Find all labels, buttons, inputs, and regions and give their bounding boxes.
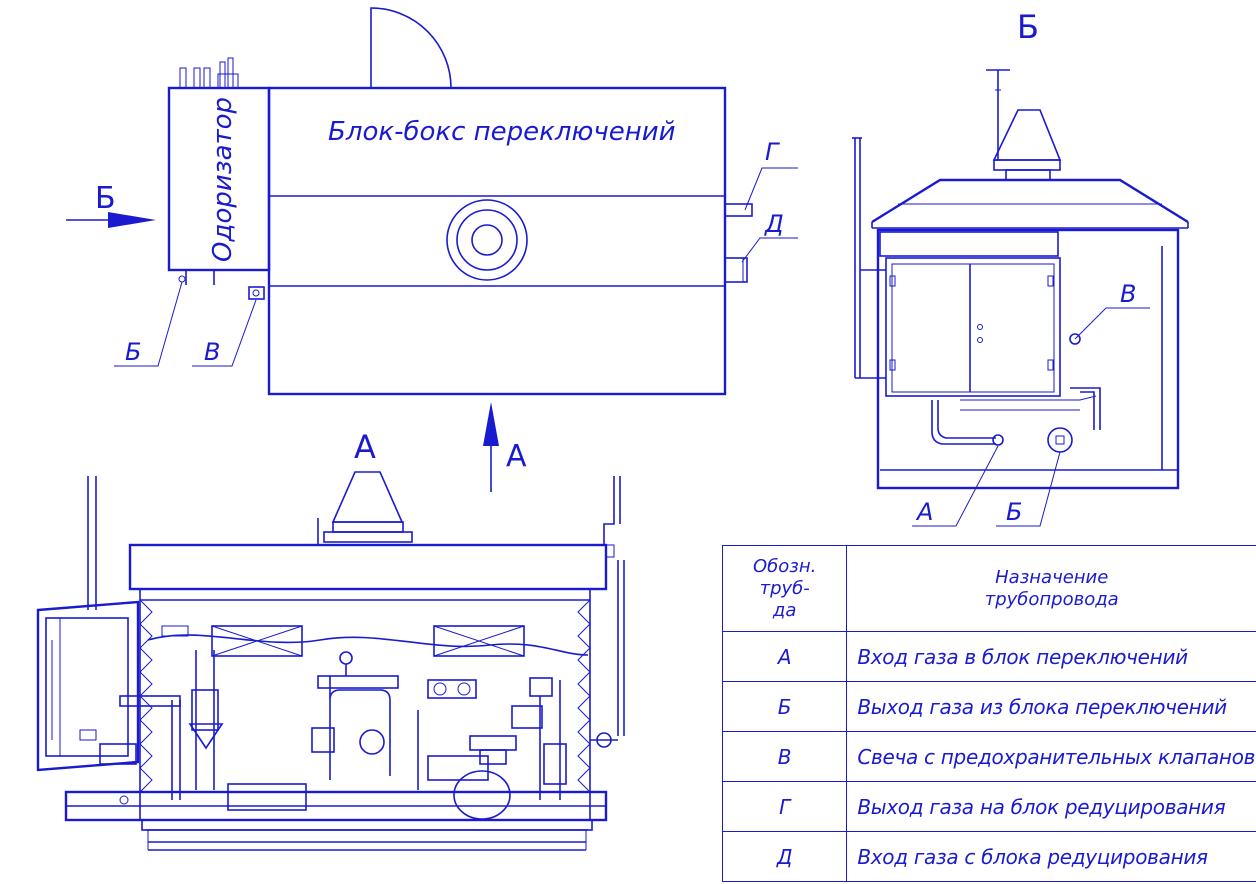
view-a: А [36,428,625,851]
legend-purpose: Выход газа на блок редуцирования [846,781,1256,832]
callout-b: Б [125,338,141,366]
callout-g: Г [765,138,780,166]
legend-code: Д [721,831,848,882]
legend-row: А Вход газа в блок переключений [721,631,1256,682]
legend-row: Б Выход газа из блока переключений [721,681,1256,732]
plan-view: Одоризатор Блок-бокс переключений Б А Б [66,7,798,492]
legend-purpose: Вход газа в блок переключений [846,631,1256,682]
box-label: Блок-бокс переключений [328,117,676,147]
legend-header-code: Обозн. труб-да [721,545,848,632]
legend-header-purpose: Назначение трубопровода [846,545,1256,632]
pipeline-legend-table: Обозн. труб-да Назначение трубопровода А… [721,545,1256,882]
view-b-title: Б [1017,8,1039,46]
arrow-a-label: А [506,439,527,474]
odorizer-label: Одоризатор [208,97,238,262]
legend-purpose: Свеча с предохранительных клапанов [846,731,1256,782]
legend-code: Г [721,781,848,832]
callout-d: Д [764,210,784,238]
legend-code: Б [721,681,848,732]
legend-row: Д Вход газа с блока редуцирования [721,831,1256,882]
view-a-title: А [354,428,376,466]
legend-code: В [721,731,848,782]
view-b: Б [852,8,1189,527]
switching-box [267,86,727,396]
arrow-b-head [108,212,156,228]
legend-header-row: Обозн. труб-да Назначение трубопровода [721,545,1256,632]
odorizer-pins [179,57,239,89]
legend-purpose: Вход газа с блока редуцирования [846,831,1256,882]
view-b-callout-v: В [1120,280,1136,308]
arrow-a-head [483,402,499,446]
arrow-b-label: Б [95,181,116,216]
view-b-callout-a: А [915,498,933,526]
callout-v: В [204,338,220,366]
legend-row: В Свеча с предохранительных клапанов [721,731,1256,782]
view-b-callout-b: Б [1006,498,1022,526]
legend-row: Г Выход газа на блок редуцирования [721,781,1256,832]
legend-purpose: Выход газа из блока переключений [846,681,1256,732]
view-a-equipment [99,650,567,820]
legend-code: А [721,631,848,682]
